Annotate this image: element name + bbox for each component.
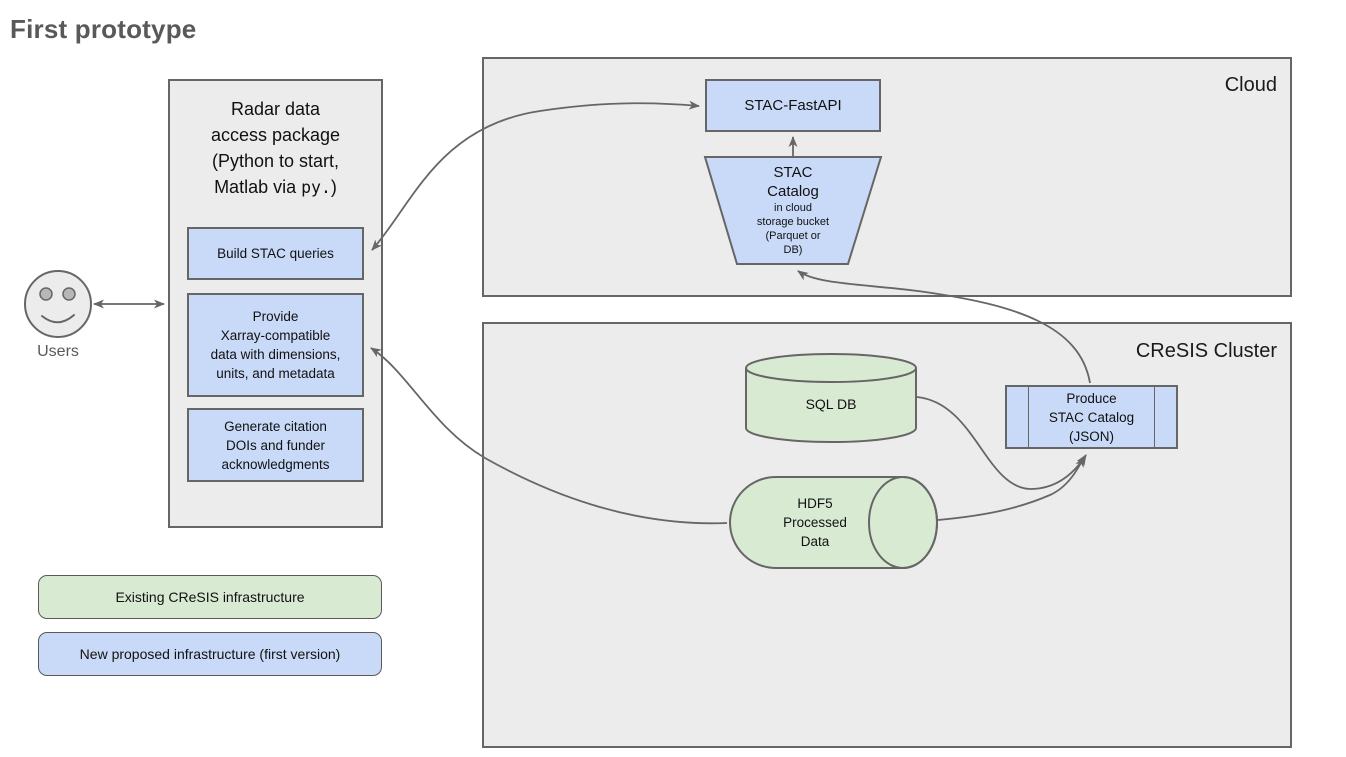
predefined-process-left-bar	[1028, 387, 1029, 447]
generate-citation-line3: acknowledgments	[221, 456, 330, 472]
generate-citation-line1: Generate citation	[224, 418, 327, 434]
cloud-label: Cloud	[1224, 74, 1277, 96]
produce-label-line3: (JSON)	[1069, 428, 1114, 444]
stac-catalog-label: STAC Catalog in cloud storage bucket (Pa…	[705, 163, 881, 257]
hdf5-line2: Processed	[783, 515, 847, 530]
stac-catalog-line1: STAC	[773, 164, 813, 181]
produce-label-line2: STAC Catalog	[1048, 409, 1135, 425]
hdf5-line3: Data	[800, 534, 830, 549]
hdf5-label: HDF5 Processed Data	[745, 494, 885, 551]
radar-package-title-line3: (Python to start,	[211, 151, 340, 171]
sql-db-label: SQL DB	[805, 396, 857, 412]
users-smiley-icon	[24, 270, 92, 338]
cresis-cluster-label: CReSIS Cluster	[1135, 340, 1277, 362]
provide-xarray-line2: Xarray-compatible	[220, 328, 331, 343]
provide-xarray-line4: units, and metadata	[216, 366, 335, 381]
produce-stac-catalog-box: Produce STAC Catalog (JSON)	[1005, 385, 1178, 449]
page-title: First prototype	[10, 14, 197, 44]
users-label: Users	[37, 343, 79, 360]
radar-package-title-line1: Radar data	[230, 99, 321, 119]
produce-label-line1: Produce	[1066, 390, 1117, 406]
stac-catalog-sub4: DB)	[783, 244, 803, 256]
radar-package-title-line4: Matlab via py.)	[214, 177, 337, 197]
legend-existing-infrastructure: Existing CReSIS infrastructure	[38, 575, 382, 619]
hdf5-storage-cylinder	[729, 476, 938, 569]
legend-existing-label: Existing CReSIS infrastructure	[115, 589, 305, 605]
provide-xarray-line1: Provide	[252, 309, 299, 324]
legend-proposed-label: New proposed infrastructure (first versi…	[79, 646, 341, 662]
provide-xarray-box: Provide Xarray-compatible data with dime…	[187, 293, 364, 397]
stac-catalog-line2: Catalog	[767, 183, 819, 200]
provide-xarray-line3: data with dimensions,	[210, 347, 341, 362]
generate-citation-line2: DOIs and funder	[225, 437, 326, 453]
predefined-process-right-bar	[1154, 387, 1155, 447]
legend-proposed-infrastructure: New proposed infrastructure (first versi…	[38, 632, 382, 676]
stac-catalog-trapezoid	[703, 156, 883, 265]
stac-catalog-sub3: (Parquet or	[765, 230, 821, 242]
build-stac-queries-box: Build STAC queries	[187, 227, 364, 280]
stac-fastapi-label: STAC-FastAPI	[744, 97, 842, 114]
stac-catalog-sub2: storage bucket	[756, 216, 830, 228]
hdf5-line1: HDF5	[797, 496, 833, 511]
stac-catalog-sub1: in cloud	[774, 202, 812, 214]
radar-package-title-line2: access package	[210, 125, 341, 145]
stac-fastapi-box: STAC-FastAPI	[705, 79, 881, 132]
build-stac-queries-label: Build STAC queries	[217, 246, 334, 261]
radar-package-title: Radar data access package (Python to sta…	[178, 96, 373, 201]
generate-citation-box: Generate citation DOIs and funder acknow…	[187, 408, 364, 482]
